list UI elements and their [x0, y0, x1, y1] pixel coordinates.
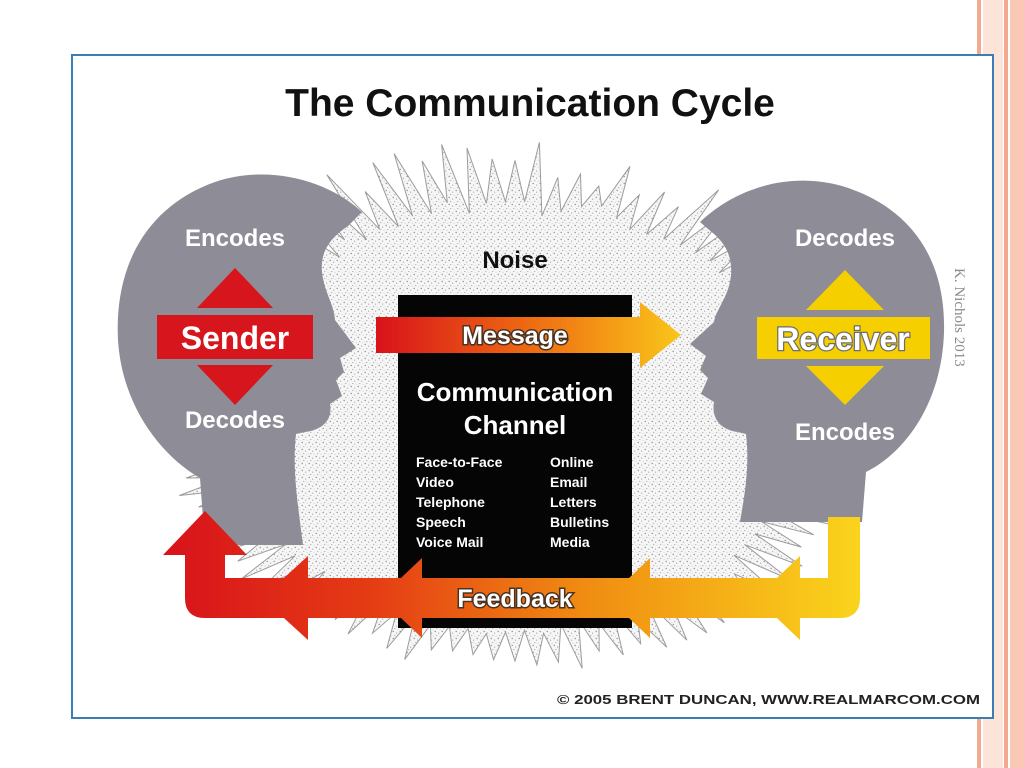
message-arrow: Message	[376, 302, 681, 368]
channel-method: Bulletins	[550, 514, 609, 530]
sender-group: Encodes Sender Decodes	[157, 225, 313, 434]
channel-method: Media	[550, 534, 590, 550]
receiver-encodes-label: Encodes	[795, 419, 895, 446]
channel-method: Face-to-Face	[416, 454, 503, 470]
receiver-up-triangle	[806, 270, 884, 310]
channel-title-line2: Channel	[464, 410, 567, 440]
feedback-chevron	[756, 556, 800, 640]
sender-label: Sender	[181, 320, 289, 356]
channel-method: Video	[416, 474, 454, 490]
feedback-label: Feedback	[457, 585, 572, 613]
feedback-arrowhead-up	[163, 511, 247, 555]
receiver-label: Receiver	[776, 321, 909, 357]
channel-methods-left: Face-to-Face Video Telephone Speech Voic…	[416, 454, 503, 550]
attribution-text: K. Nichols 2013	[951, 268, 967, 367]
channel-method: Online	[550, 454, 594, 470]
feedback-chevron	[608, 558, 650, 638]
message-label: Message	[462, 322, 568, 350]
feedback-chevron	[380, 558, 422, 638]
receiver-decodes-label: Decodes	[795, 225, 895, 252]
noise-label: Noise	[482, 247, 547, 274]
channel-method: Voice Mail	[416, 534, 483, 550]
side-stripe	[1004, 0, 1008, 768]
sender-up-triangle	[197, 268, 273, 308]
channel-title-line1: Communication	[417, 377, 613, 407]
feedback-arrow	[163, 511, 860, 640]
channel-method: Letters	[550, 494, 597, 510]
sender-box	[157, 315, 313, 359]
receiver-down-triangle	[806, 366, 884, 405]
feedback-arrow-band	[185, 517, 860, 618]
side-stripe-fill	[1010, 0, 1024, 768]
channel-method: Telephone	[416, 494, 485, 510]
diagram-title: The Communication Cycle	[285, 82, 775, 125]
sender-down-triangle	[197, 365, 273, 405]
channel-methods-right: Online Email Letters Bulletins Media	[550, 454, 609, 550]
message-arrow-shape	[376, 302, 681, 368]
channel-method: Email	[550, 474, 587, 490]
copyright-text: © 2005 BRENT DUNCAN, WWW.REALMARCOM.COM	[557, 692, 980, 707]
channel-method: Speech	[416, 514, 466, 530]
sender-head-silhouette	[117, 174, 362, 545]
sender-encodes-label: Encodes	[185, 225, 285, 252]
receiver-group: Decodes Receiver Encodes	[757, 225, 930, 446]
feedback-chevron	[262, 556, 308, 640]
sender-decodes-label: Decodes	[185, 407, 285, 434]
receiver-box	[757, 317, 930, 359]
